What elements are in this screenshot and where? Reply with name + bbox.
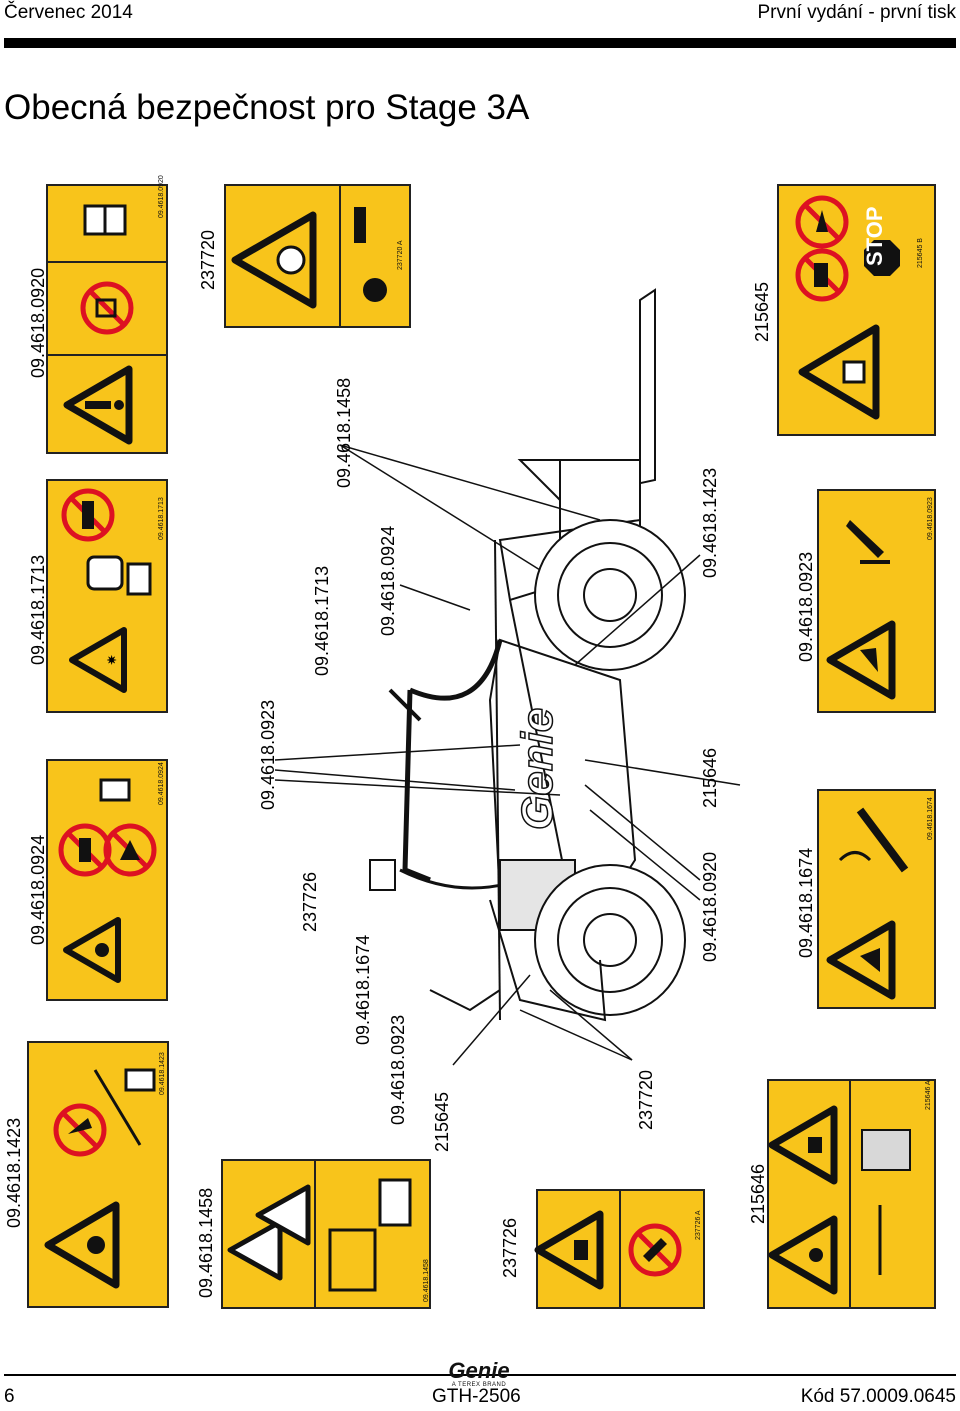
code-237720: 237720 A [397,240,404,270]
label-0924: 09.4618.0924 [28,834,48,945]
label-1674: 09.4618.1674 [796,847,816,958]
callout-215646: 215646 [700,747,720,808]
decal-0920 [46,184,168,454]
code-237726: 237726 A [695,1210,702,1240]
code-0920: 09.4618.0920 [158,175,165,218]
callout-0920: 09.4618.0920 [700,851,720,962]
label-237726: 237726 [500,1217,520,1278]
document-code: Kód 57.0009.0645 [800,1386,956,1407]
header-edition: První vydání - první tisk [757,2,956,23]
callout-0924: 09.4618.0924 [378,525,398,636]
label-1458: 09.4618.1458 [196,1187,216,1298]
page-title: Obecná bezpečnost pro Stage 3A [4,88,530,127]
genie-logo: Genie A TEREX BRAND [446,1358,512,1389]
decal-1458 [221,1159,431,1309]
decal-1674 [817,789,936,1009]
svg-text:STOP: STOP [862,206,887,266]
label-1423: 09.4618.1423 [4,1117,24,1228]
label-0920: 09.4618.0920 [28,267,48,378]
decal-0923 [817,489,936,713]
label-215645: 215645 [752,281,772,342]
decal-215645 [777,184,936,436]
model-number: GTH-2506 [432,1386,521,1407]
code-1423: 09.4618.1423 [159,1052,166,1095]
callout-237726: 237726 [300,871,320,932]
decal-237720 [224,184,411,328]
code-215645: 215645 B [917,238,924,268]
code-1674: 09.4618.1674 [927,797,934,840]
callout-1423: 09.4618.1423 [700,467,720,578]
callout-237720: 237720 [636,1069,656,1130]
callout-0923-bottom: 09.4618.0923 [388,1014,408,1125]
decal-1713: ✷ [46,479,168,713]
label-237720: 237720 [198,229,218,290]
machine-logo: Genie [513,708,562,830]
callout-1674: 09.4618.1674 [353,934,373,1045]
genie-logo-word: Genie [448,1358,510,1383]
machine-drawing [369,288,686,1022]
header-date: Červenec 2014 [4,2,133,23]
leader-lines [274,444,741,1066]
svg-text:✷: ✷ [105,655,119,665]
label-0923: 09.4618.0923 [796,551,816,662]
decal-0924 [46,759,168,1001]
code-0924: 09.4618.0924 [158,762,165,805]
callout-1458: 09.4618.1458 [334,377,354,488]
code-1458: 09.4618.1458 [423,1259,430,1302]
page-number: 6 [4,1386,15,1407]
callout-0923-top: 09.4618.0923 [258,699,278,810]
code-1713: 09.4618.1713 [158,497,165,540]
label-215646: 215646 [748,1163,768,1224]
code-0923: 09.4618.0923 [927,497,934,540]
genie-logo-tagline: A TEREX BRAND [451,1382,507,1388]
header-rule [4,38,956,48]
callout-1713: 09.4618.1713 [312,565,332,676]
decal-237726 [534,1189,705,1309]
code-215646: 215646 A [925,1080,932,1110]
label-1713: 09.4618.1713 [28,554,48,665]
footer-rule [4,1374,956,1376]
callout-215645: 215645 [432,1091,452,1152]
decal-1423 [27,1041,169,1308]
decal-215646 [767,1079,936,1309]
